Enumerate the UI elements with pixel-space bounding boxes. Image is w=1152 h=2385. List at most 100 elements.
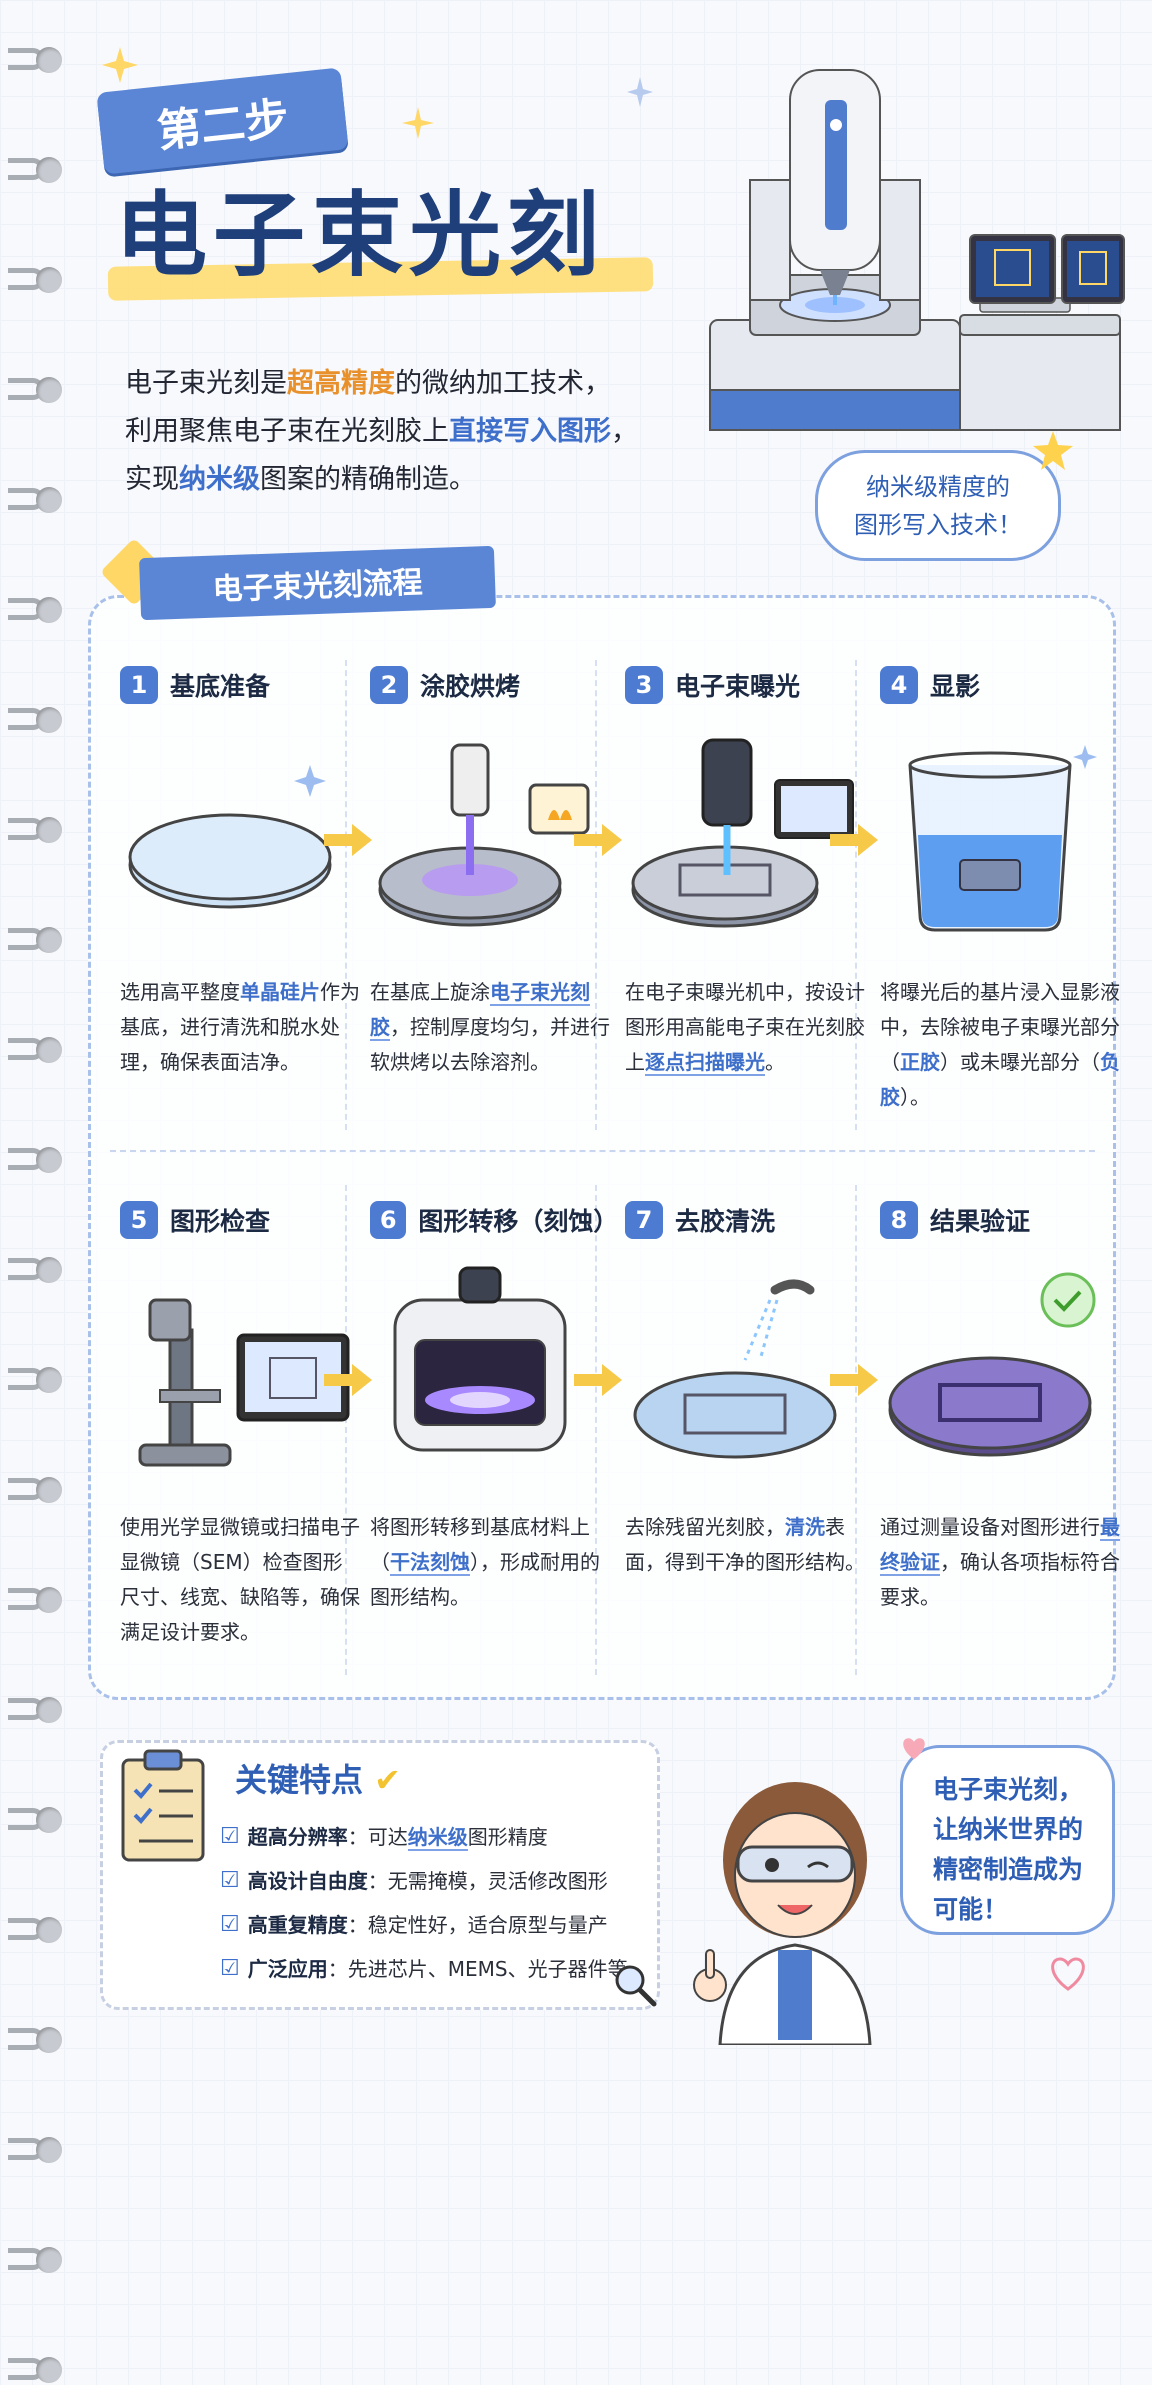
page-title: 电子束光刻 [115,182,606,289]
spiral-ring [8,1475,62,1505]
highlight-text: 纳米级 [179,464,260,495]
step-illustration [880,1260,1120,1480]
step-illustration [625,1260,865,1480]
spiral-ring [8,2135,62,2165]
spiral-ring [8,1695,62,1725]
speech-bubble-bottom: 电子束光刻， 让纳米世界的 精密制造成为 可能！ [900,1745,1115,1935]
scientist-character [693,1782,872,2045]
column-divider [595,660,597,1130]
arrow-right-icon [574,1364,622,1396]
process-step-2: 2 涂胶烘烤在基底上旋涂电子束光刻胶，控制厚度均匀，并进行软烘烤以去除溶剂。 [370,665,610,1080]
spiral-ring [8,595,62,625]
star-icon [1033,431,1073,470]
feature-item: ☑高重复精度：稳定性好，适合原型与量产 [220,1903,628,1947]
step-illustration [880,725,1120,945]
process-step-5: 5 图形检查使用光学显微镜或扫描电子显微镜（SEM）检查图形尺寸、线宽、缺陷等，确… [120,1200,360,1650]
step-title: 结果验证 [930,1207,1031,1236]
step-illustration [120,725,360,945]
arrow-right-icon [830,824,878,856]
spiral-ring [8,2355,62,2385]
step-description: 使用光学显微镜或扫描电子显微镜（SEM）检查图形尺寸、线宽、缺陷等，确保满足设计… [120,1515,360,1644]
row-divider [110,1150,1095,1152]
sparkle-icon [102,47,138,83]
sparkle-icon [627,77,653,107]
step-title: 涂胶烘烤 [420,672,521,701]
notebook-spiral [0,0,70,2383]
step-title: 电子束曝光 [675,672,801,701]
ebl-machine-illustration [709,69,1125,431]
spiral-ring [8,375,62,405]
highlight-text: 超高精度 [287,368,395,399]
feature-item: ☑高设计自由度：无需掩模，灵活修改图形 [220,1859,628,1903]
features-list: ☑超高分辨率：可达纳米级图形精度☑高设计自由度：无需掩模，灵活修改图形☑高重复精… [220,1815,628,1991]
sparkle-icon [402,107,434,139]
column-divider [855,1185,857,1675]
step-description: 选用高平整度单晶硅片作为基底，进行清洗和脱水处理，确保表面洁净。 [120,980,360,1074]
checkmark-icon: ☑ [220,1824,240,1849]
spiral-ring [8,1915,62,1945]
checkmark-icon: ☑ [220,1868,240,1893]
spiral-ring [8,45,62,75]
step-title: 图形转移（刻蚀） [418,1207,619,1236]
column-divider [595,1185,597,1675]
spiral-ring [8,2245,62,2275]
feature-item: ☑广泛应用：先进芯片、MEMS、光子器件等 [220,1947,628,1991]
step-title: 基底准备 [170,672,271,701]
arrow-right-icon [574,824,622,856]
intro-text: 电子束光刻是超高精度的微纳加工技术， 利用聚焦电子束在光刻胶上直接写入图形， 实… [125,368,638,495]
spiral-ring [8,1585,62,1615]
step-description: 在电子束曝光机中，按设计图形用高能电子束在光刻胶上逐点扫描曝光。 [625,980,865,1076]
arrow-right-icon [324,1364,372,1396]
heart-icon [1051,1957,1085,1991]
magnifier-icon [615,1965,657,2007]
step-number-badge: 8 [880,1201,918,1239]
process-step-1: 1 基底准备选用高平整度单晶硅片作为基底，进行清洗和脱水处理，确保表面洁净。 [120,665,360,1080]
spiral-ring [8,925,62,955]
step-number-badge: 1 [120,666,158,704]
step-description: 去除残留光刻胶，清洗表面，得到干净的图形结构。 [625,1515,865,1574]
process-step-8: 8 结果验证通过测量设备对图形进行最终验证，确认各项指标符合要求。 [880,1200,1120,1615]
checkmark-icon: ☑ [220,1956,240,1981]
step-number-badge: 6 [370,1201,407,1239]
step-number-badge: 4 [880,666,918,704]
step-title: 图形检查 [170,1207,271,1236]
step-illustration [370,725,610,945]
spiral-ring [8,1255,62,1285]
spiral-ring [8,705,62,735]
spiral-ring [8,265,62,295]
step-number-badge: 7 [625,1201,663,1239]
features-title: 关键特点 ✔ [235,1761,401,1799]
arrow-right-icon [324,824,372,856]
step-description: 将曝光后的基片浸入显影液中，去除被电子束曝光部分（正胶）或未曝光部分（负胶）。 [880,980,1120,1109]
step-number-badge: 5 [120,1201,158,1239]
highlight-text: 直接写入图形 [449,416,611,447]
step-number-badge: 2 [370,666,408,704]
heart-icon [903,1738,925,1760]
step-number-badge: 3 [625,666,663,704]
step-illustration [625,725,865,945]
feature-item: ☑超高分辨率：可达纳米级图形精度 [220,1815,628,1859]
process-step-4: 4 显影将曝光后的基片浸入显影液中，去除被电子束曝光部分（正胶）或未曝光部分（负胶… [880,665,1120,1115]
column-divider [345,660,347,1130]
spiral-ring [8,1035,62,1065]
step-title: 显影 [930,672,981,701]
spiral-ring [8,2025,62,2055]
column-divider [855,660,857,1130]
speech-bubble-top: 纳米级精度的 图形写入技术！ [815,450,1061,561]
spiral-ring [8,1365,62,1395]
step-illustration [370,1260,610,1480]
step-description: 通过测量设备对图形进行最终验证，确认各项指标符合要求。 [880,1515,1120,1609]
step-illustration [120,1260,360,1480]
column-divider [345,1185,347,1675]
step-description: 在基底上旋涂电子束光刻胶，控制厚度均匀，并进行软烘烤以去除溶剂。 [370,980,610,1074]
spiral-ring [8,155,62,185]
step-description: 将图形转移到基底材料上（干法刻蚀），形成耐用的图形结构。 [370,1515,600,1609]
spiral-ring [8,1805,62,1835]
process-step-6: 6 图形转移（刻蚀） 将图形转移到基底材料上（干法刻蚀），形成耐用的图形结构。 [370,1200,619,1615]
spiral-ring [8,815,62,845]
clipboard-icon [121,1749,205,1862]
process-step-7: 7 去胶清洗去除残留光刻胶，清洗表面，得到干净的图形结构。 [625,1200,865,1580]
section-title-tag: 电子束光刻流程 [139,545,496,621]
step-title: 去胶清洗 [675,1207,776,1236]
arrow-right-icon [830,1364,878,1396]
